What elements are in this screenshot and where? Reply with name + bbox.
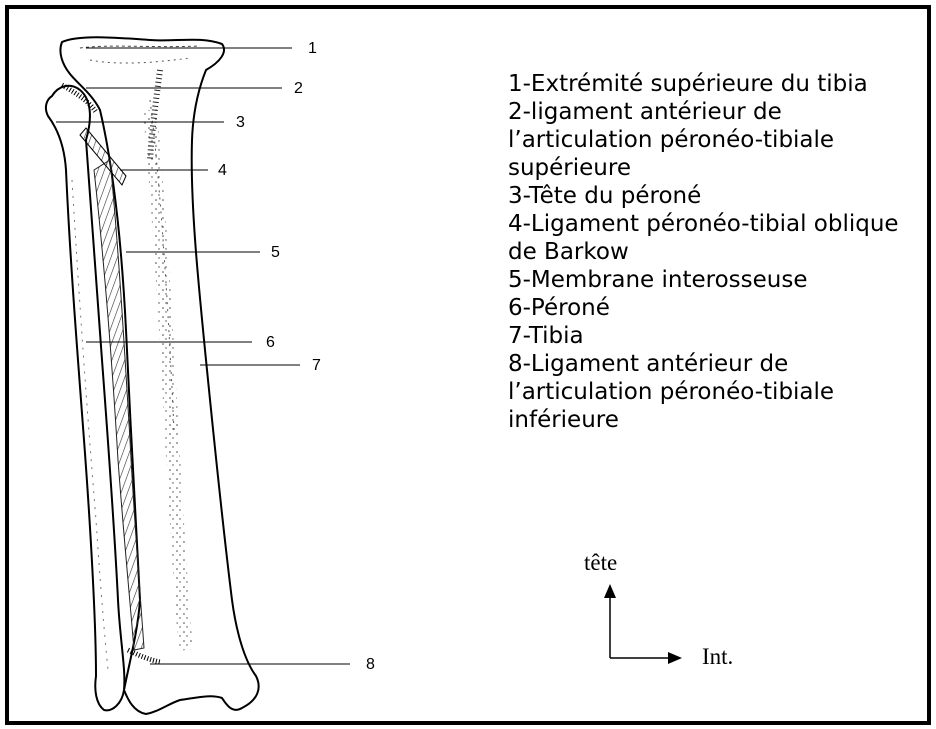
callout-2: 2	[294, 80, 303, 97]
callout-1: 1	[308, 40, 317, 57]
legend-item: 6-Péroné	[508, 294, 908, 322]
callout-4: 4	[218, 162, 227, 179]
legend-item: 5-Membrane interosseuse	[508, 266, 908, 294]
callout-7: 7	[312, 357, 321, 374]
legend-item: 7-Tibia	[508, 322, 908, 350]
callout-3: 3	[236, 114, 245, 131]
legend-item: 2-ligament antérieur de l’articulation p…	[508, 98, 908, 182]
legend-item: 8-Ligament antérieur de l’articulation p…	[508, 350, 908, 434]
orientation-indicator: tête Int.	[570, 550, 790, 690]
callout-8: 8	[366, 656, 375, 673]
callout-6: 6	[266, 334, 275, 351]
legend-item: 3-Tête du péroné	[508, 182, 908, 210]
legend: 1-Extrémité supérieure du tibia 2-ligame…	[508, 70, 908, 434]
legend-item: 4-Ligament péronéo-tibial oblique de Bar…	[508, 210, 908, 266]
legend-item: 1-Extrémité supérieure du tibia	[508, 70, 908, 98]
orientation-arrows-icon	[570, 550, 710, 670]
callout-5: 5	[271, 244, 280, 261]
